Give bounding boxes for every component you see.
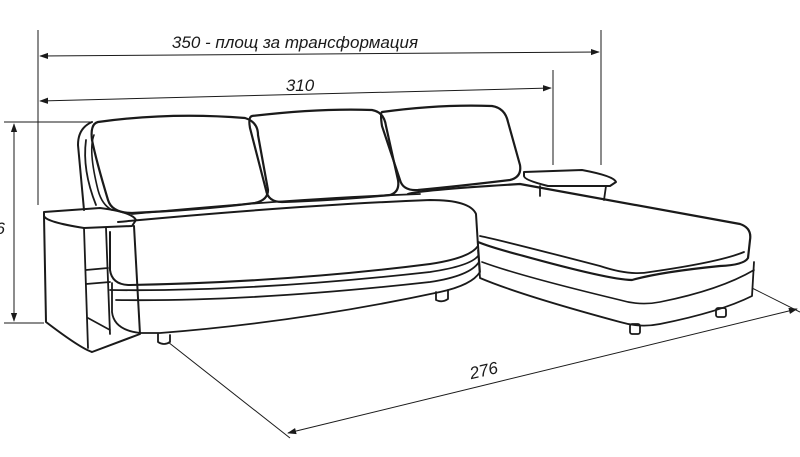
back-cushion-left: [90, 114, 270, 215]
dimension-350-label: 350 - площ за трансформация: [172, 33, 418, 52]
dimension-276: 276: [167, 287, 800, 439]
dimension-310: 310: [39, 70, 554, 165]
back-cushion-right: [379, 104, 522, 192]
sofa-back-frame: [77, 121, 97, 211]
right-side-table: [523, 169, 617, 201]
sofa-feet: [157, 289, 727, 345]
sofa-main-seat: [109, 193, 479, 286]
back-cushion-middle: [248, 108, 400, 204]
sofa-main-base: [109, 243, 481, 334]
dimension-height: 86: [0, 121, 92, 324]
dimension-height-label: 86: [0, 219, 5, 238]
dimension-310-label: 310: [286, 76, 315, 95]
dimension-276-label: 276: [467, 358, 500, 383]
left-side-table: [43, 207, 141, 353]
sofa-chaise: [406, 182, 755, 327]
dimension-350: 350 - площ за трансформация: [37, 30, 602, 205]
